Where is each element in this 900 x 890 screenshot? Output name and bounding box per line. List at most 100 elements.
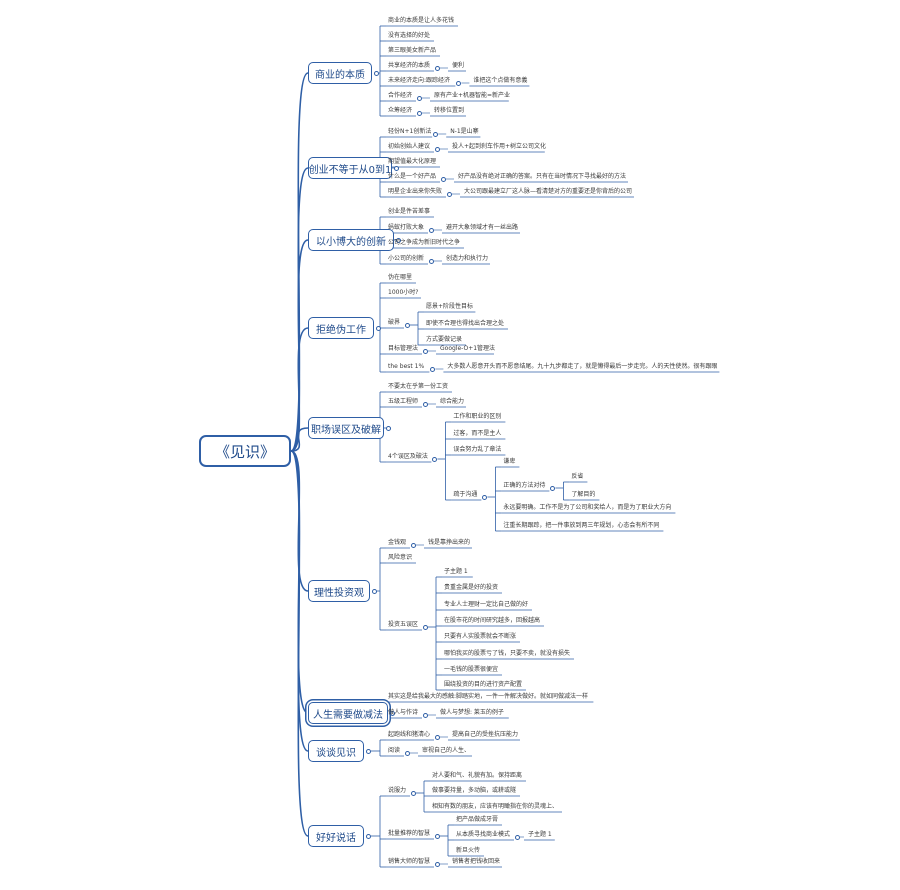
node-label[interactable]: 谦卑 xyxy=(503,458,516,465)
branch-node[interactable]: 理性投资观 xyxy=(308,580,370,602)
collapse-toggle-icon[interactable] xyxy=(375,325,381,331)
collapse-toggle-icon[interactable] xyxy=(434,734,440,740)
node-label[interactable]: 蚂蚁打败大象 xyxy=(388,224,425,231)
node-label[interactable]: 五级工程师 xyxy=(388,398,419,405)
node-label[interactable]: 即使不合理也得找出合理之处 xyxy=(426,320,505,327)
collapse-toggle-icon[interactable] xyxy=(549,485,555,491)
node-label[interactable]: 相知有数的朋友，应该有明瞰指在你的灵魂上、 xyxy=(432,803,559,810)
root-node[interactable]: 《见识》 xyxy=(199,435,291,467)
node-label[interactable]: 愿景+阶段性目标 xyxy=(426,303,474,310)
collapse-toggle-icon[interactable] xyxy=(410,790,416,796)
node-label[interactable]: 把产品做成牙膏 xyxy=(456,816,499,823)
node-label[interactable]: 了解目的 xyxy=(571,491,596,498)
node-label[interactable]: 大公司跟最建立厂这人脉—看清楚对方的重要还是你背后的公司 xyxy=(464,188,633,195)
branch-node[interactable]: 拒绝伪工作 xyxy=(308,317,374,339)
node-label[interactable]: the best 1% xyxy=(388,363,425,370)
collapse-toggle-icon[interactable] xyxy=(434,833,440,839)
collapse-toggle-icon[interactable] xyxy=(371,588,377,594)
collapse-toggle-icon[interactable] xyxy=(434,65,440,71)
node-label[interactable]: 只要有人实股票就会不断涨 xyxy=(444,633,517,640)
collapse-toggle-icon[interactable] xyxy=(416,110,422,116)
node-label[interactable]: 4个误区及破法 xyxy=(388,453,428,460)
node-label[interactable]: 做人与作诗 xyxy=(388,709,419,716)
node-label[interactable]: 好产品没有绝对正确的答案。只有在当时情况下寻找最好的方法 xyxy=(458,173,627,180)
collapse-toggle-icon[interactable] xyxy=(446,191,452,197)
node-label[interactable]: 共享经济的本质 xyxy=(388,62,431,69)
node-label[interactable]: 没有选择的好处 xyxy=(388,32,431,39)
node-label[interactable]: 疏于沟通 xyxy=(453,491,478,498)
collapse-toggle-icon[interactable] xyxy=(385,425,391,431)
collapse-toggle-icon[interactable] xyxy=(428,258,434,264)
node-label[interactable]: 1000小时? xyxy=(388,289,419,296)
node-label[interactable]: 转移位置到 xyxy=(434,107,465,114)
node-label[interactable]: 新旦火传 xyxy=(456,847,481,854)
node-label[interactable]: 投人+起到刹车作用+树立公司文化 xyxy=(452,143,547,150)
node-label[interactable]: 综合能力 xyxy=(440,398,465,405)
node-label[interactable]: 提高自己的受挫抗压能力 xyxy=(452,731,519,738)
collapse-toggle-icon[interactable] xyxy=(393,165,399,171)
node-label[interactable]: 轻份N+1创新法 xyxy=(388,128,432,135)
collapse-toggle-icon[interactable] xyxy=(455,80,461,86)
collapse-toggle-icon[interactable] xyxy=(432,131,438,137)
node-label[interactable]: 其实这是给我最大的感触:脚踏实地，一件一件解决做好。就如同做减法一样 xyxy=(388,693,589,700)
node-label[interactable]: 哪怕我买的股票亏了钱，只要不卖，就没有损失 xyxy=(444,650,571,657)
node-label[interactable]: 投资五误区 xyxy=(388,621,419,628)
collapse-toggle-icon[interactable] xyxy=(404,322,410,328)
collapse-toggle-icon[interactable] xyxy=(431,456,437,462)
branch-node[interactable]: 好好说话 xyxy=(308,825,364,847)
collapse-toggle-icon[interactable] xyxy=(395,237,401,243)
collapse-toggle-icon[interactable] xyxy=(481,494,487,500)
collapse-toggle-icon[interactable] xyxy=(434,146,440,152)
collapse-toggle-icon[interactable] xyxy=(440,176,446,182)
node-label[interactable]: 销售大师的智慧 xyxy=(388,858,431,865)
node-label[interactable]: 说服力 xyxy=(388,787,407,794)
node-label[interactable]: 创造力和执行力 xyxy=(446,255,489,262)
node-label[interactable]: 专业人士理财一定比自己做的好 xyxy=(444,601,529,608)
node-label[interactable]: 过客，而不是主人 xyxy=(453,430,502,437)
node-label[interactable]: 正确的方法对待 xyxy=(503,482,546,489)
node-label[interactable]: 众筹经济 xyxy=(388,107,413,114)
node-label[interactable]: 反省 xyxy=(571,473,584,480)
collapse-toggle-icon[interactable] xyxy=(434,861,440,867)
node-label[interactable]: 方式要做记录 xyxy=(426,336,463,343)
node-label[interactable]: 风险意识 xyxy=(388,554,413,561)
branch-node[interactable]: 人生需要做减法 xyxy=(308,702,388,724)
collapse-toggle-icon[interactable] xyxy=(410,542,416,548)
collapse-toggle-icon[interactable] xyxy=(514,834,520,840)
node-label[interactable]: 商业的本质是让人多花钱 xyxy=(388,17,455,24)
node-label[interactable]: 阅读 xyxy=(388,747,401,754)
node-label[interactable]: 永远要明确。工作不是为了公司和奖给人，而是为了职业大方向 xyxy=(503,504,672,511)
node-label[interactable]: 大多数人愿意开头而不愿意结尾。九十九步都走了，就是懒得最后一步走完。人的天性使然… xyxy=(447,363,718,370)
node-label[interactable]: 做事要持量，多动脑，或耕或隧 xyxy=(432,787,517,794)
node-label[interactable]: 原有产业+机器智能=新产业 xyxy=(434,92,511,99)
node-label[interactable]: 目标管理法 xyxy=(388,345,419,352)
node-label[interactable]: 审视自己的人生、 xyxy=(422,747,471,754)
node-label[interactable]: 对人要和气、礼貌有加。保持距离 xyxy=(432,772,523,779)
node-label[interactable]: 创业是件苦差事 xyxy=(388,208,431,215)
node-label[interactable]: Google-O+1管理法 xyxy=(440,345,496,352)
node-label[interactable]: 什么是一个好产品 xyxy=(388,173,437,180)
collapse-toggle-icon[interactable] xyxy=(422,401,428,407)
node-label[interactable]: 谁把这个点做有意義 xyxy=(473,77,528,84)
node-label[interactable]: 子主题 1 xyxy=(528,831,552,838)
node-label[interactable]: 从本质寻找商业模式 xyxy=(456,831,511,838)
collapse-toggle-icon[interactable] xyxy=(428,227,434,233)
branch-node[interactable]: 谈谈见识 xyxy=(308,740,364,762)
node-label[interactable]: 一毛钱的股票很便宜 xyxy=(444,666,499,673)
node-label[interactable]: 明星企业出来你失败 xyxy=(388,188,443,195)
node-label[interactable]: N-1是山寨 xyxy=(450,128,479,135)
node-label[interactable]: 合作经济 xyxy=(388,92,413,99)
node-label[interactable]: 批量推荐的智慧 xyxy=(388,830,431,837)
node-label[interactable]: 避开大象领域才有一丝出路 xyxy=(446,224,519,231)
node-label[interactable]: 便利 xyxy=(452,62,465,69)
node-label[interactable]: 公司之争成为新旧时代之争 xyxy=(388,239,461,246)
node-label[interactable]: 期望值最大化原理 xyxy=(388,158,437,165)
node-label[interactable]: 破界 xyxy=(388,319,401,326)
branch-node[interactable]: 以小博大的创新 xyxy=(308,229,394,251)
node-label[interactable]: 做人与梦想: 莱玉的例子 xyxy=(440,709,504,716)
node-label[interactable]: 伪在哪里 xyxy=(388,274,413,281)
node-label[interactable]: 初始创始人建议 xyxy=(388,143,431,150)
collapse-toggle-icon[interactable] xyxy=(365,748,371,754)
node-label[interactable]: 工作和职业的区别 xyxy=(453,413,502,420)
collapse-toggle-icon[interactable] xyxy=(422,348,428,354)
